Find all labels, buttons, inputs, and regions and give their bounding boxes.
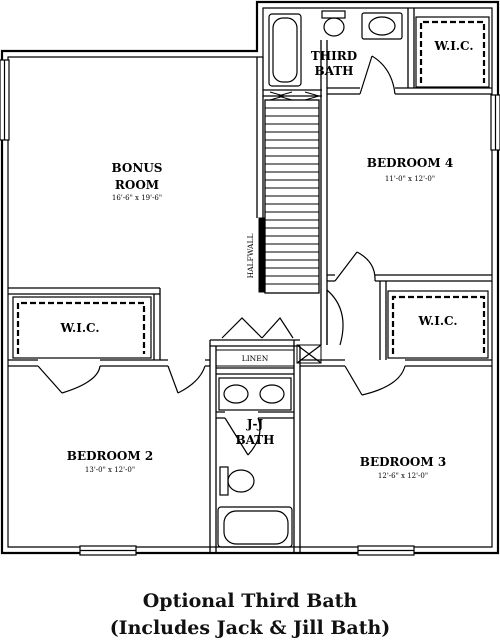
windows [0,59,500,556]
bonus-room-label-2: ROOM [115,178,159,192]
bedroom4-dims: 11'-0" x 12'-0" [385,175,435,183]
bonus-room-label-1: BONUS [112,161,163,175]
bedroom2-dims: 13'-0" x 12'-0" [85,466,135,474]
bonus-room-dims: 16'-6" x 19'-6" [112,194,162,202]
floor-plan: BONUS ROOM 16'-6" x 19'-6" BEDROOM 4 11'… [0,0,500,556]
linen-closet [215,349,295,367]
wic-label-third-bath: W.I.C. [433,39,473,53]
wic-label-bedroom2: W.I.C. [59,321,99,335]
bedroom3-dims: 12'-6" x 12'-0" [378,472,428,480]
third-bath-label-2: BATH [314,64,353,78]
wic-label-bedroom3: W.I.C. [417,314,457,328]
caption-line-2: (Includes Jack & Jill Bath) [109,617,391,639]
linen-label: LINEN [242,354,269,363]
stairs [258,91,321,294]
bedroom3-label: BEDROOM 3 [360,455,446,469]
jj-bath-label-1: J-J [246,417,264,431]
wic-closets [12,16,490,359]
fixtures [217,10,403,548]
jj-bath-label-2: BATH [235,433,274,447]
doors [37,55,406,456]
halfwall-label: HALFWALL [246,234,255,279]
bedroom4-label: BEDROOM 4 [367,156,453,170]
plan-caption: Optional Third Bath (Includes Jack & Jil… [0,588,500,642]
third-bath-label-1: THIRD [311,49,357,63]
bedroom2-label: BEDROOM 2 [67,449,153,463]
interior-walls [8,8,492,553]
caption-line-1: Optional Third Bath [142,590,358,612]
